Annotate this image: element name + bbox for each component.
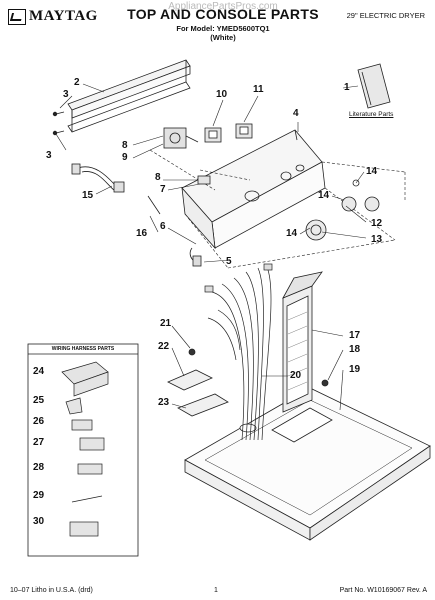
callout-16: 16 xyxy=(136,228,148,239)
callout-8-lower: 8 xyxy=(155,172,161,183)
watermark: AppliancePartsPros.com xyxy=(168,1,278,12)
callout-2: 2 xyxy=(74,77,80,88)
plate-part xyxy=(177,393,229,417)
callout-14-b: 14 xyxy=(318,190,330,201)
screw-icon xyxy=(188,348,196,356)
callout-6: 6 xyxy=(160,221,166,232)
callout-28: 28 xyxy=(33,462,45,473)
callout-22: 22 xyxy=(158,341,170,352)
footer-page-number: 1 xyxy=(214,587,218,594)
callout-21: 21 xyxy=(160,318,172,329)
wiring-harness-box xyxy=(27,343,139,557)
maytag-m-icon xyxy=(8,8,26,25)
bracket-part xyxy=(167,369,213,391)
callout-15: 15 xyxy=(82,190,94,201)
callout-14-c: 14 xyxy=(286,228,298,239)
callout-7: 7 xyxy=(160,184,166,195)
model-line: For Model: YMED5600TQ1 xyxy=(176,24,270,33)
callout-10: 10 xyxy=(216,89,228,100)
product-type: 29" ELECTRIC DRYER xyxy=(346,11,425,20)
callout-25: 25 xyxy=(33,395,45,406)
callout-5: 5 xyxy=(226,256,232,267)
maytag-logo: MAYTAG xyxy=(8,8,98,25)
brand-name: MAYTAG xyxy=(29,8,98,24)
color-line: (White) xyxy=(210,33,236,42)
footer-part-number: Part No. W10169067 Rev. A xyxy=(339,587,427,594)
callout-23: 23 xyxy=(158,397,170,408)
callout-27: 27 xyxy=(33,437,45,448)
lint-filter-housing-part xyxy=(282,271,323,413)
callout-29: 29 xyxy=(33,490,45,501)
switch-part xyxy=(204,123,253,143)
callout-3-upper: 3 xyxy=(63,89,69,100)
callout-8-upper: 8 xyxy=(122,140,128,151)
callout-13: 13 xyxy=(371,234,383,245)
connector-part xyxy=(197,175,211,185)
rear-bracket-part xyxy=(67,59,191,133)
literature-book-icon xyxy=(357,63,391,109)
screw-icon xyxy=(52,111,65,136)
callout-3-lower: 3 xyxy=(46,150,52,161)
knob-part xyxy=(305,179,380,241)
callout-1: 1 xyxy=(344,82,350,93)
main-harness-part xyxy=(204,263,273,441)
dryer-top-part xyxy=(184,387,431,541)
callout-20: 20 xyxy=(290,370,302,381)
literature-parts-label: Literature Parts xyxy=(349,111,394,118)
clip-part xyxy=(147,195,202,267)
callout-9: 9 xyxy=(122,152,128,163)
wiring-harness-title: WIRING HARNESS PARTS xyxy=(51,346,115,352)
callout-12: 12 xyxy=(371,218,383,229)
callout-18: 18 xyxy=(349,344,361,355)
callout-17: 17 xyxy=(349,330,361,341)
callout-19: 19 xyxy=(349,364,361,375)
wire-harness-part xyxy=(71,163,125,193)
callout-24: 24 xyxy=(33,366,45,377)
model-info: For Model: YMED5600TQ1 (White) xyxy=(118,24,328,42)
callout-4: 4 xyxy=(293,108,299,119)
page-title: TOP AND CONSOLE PARTS xyxy=(127,6,319,22)
control-console-part xyxy=(181,129,326,250)
callout-26: 26 xyxy=(33,416,45,427)
callout-30: 30 xyxy=(33,516,45,527)
callout-11: 11 xyxy=(253,84,264,95)
timer-part xyxy=(163,127,199,149)
footer-litho: 10–07 Litho in U.S.A. (drd) xyxy=(10,587,93,594)
screw-icon xyxy=(321,379,329,387)
callout-14-a: 14 xyxy=(366,166,378,177)
